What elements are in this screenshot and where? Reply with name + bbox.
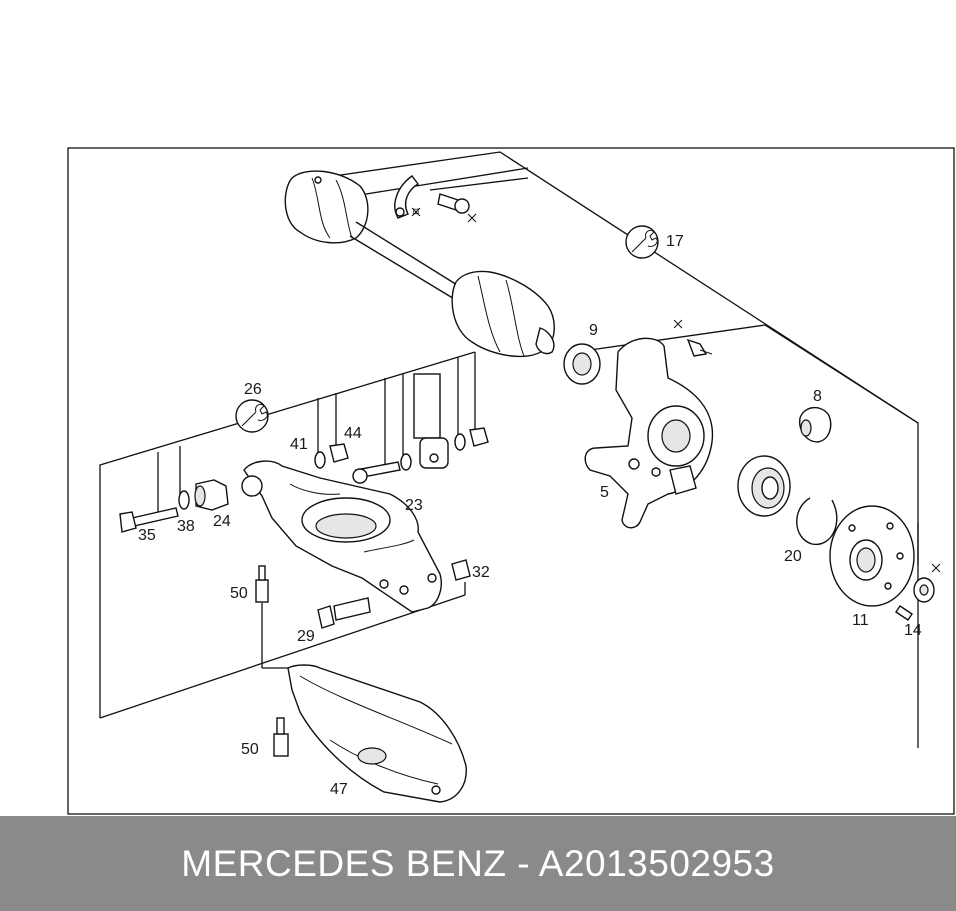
label-24: 24 (213, 513, 231, 530)
label-14: 14 (904, 622, 922, 639)
label-47: 47 (330, 781, 348, 798)
grease-fittings (255, 565, 289, 757)
part-8-bushing (799, 407, 832, 443)
part-11-wheel-hub (829, 505, 915, 607)
part-9-bushing (563, 343, 601, 385)
label-41: 41 (290, 436, 308, 453)
part-47-cover (287, 664, 467, 803)
part-20-snap-ring (796, 497, 838, 545)
callout-labels: 17 9 26 8 41 44 23 5 35 38 24 32 20 50 2… (138, 233, 922, 798)
label-5: 5 (600, 484, 609, 501)
shock-absorber (413, 373, 449, 469)
part-14-stud (895, 577, 935, 621)
bushing-and-bolt (119, 479, 229, 533)
part-5-wheel-carrier (584, 337, 714, 529)
shaft-clamp: ⌑ (394, 175, 941, 573)
wheel-bearing (737, 455, 791, 517)
label-38: 38 (177, 518, 195, 535)
label-35: 35 (138, 527, 156, 544)
label-9: 9 (589, 322, 598, 339)
label-11: 11 (852, 612, 869, 629)
label-23: 23 (405, 497, 423, 514)
label-20: 20 (784, 548, 802, 565)
fasteners-upper (314, 427, 489, 484)
footer-bar: MERCEDES BENZ - A2013502953 (0, 816, 956, 911)
part-number-title: MERCEDES BENZ - A2013502953 (181, 842, 775, 884)
label-50-lower: 50 (241, 741, 259, 758)
label-26: 26 (244, 381, 262, 398)
label-8: 8 (813, 388, 822, 405)
label-32: 32 (472, 564, 490, 581)
drive-shaft (284, 170, 555, 358)
label-29: 29 (297, 628, 315, 645)
label-17: 17 (666, 233, 684, 250)
torque-cross-icon (411, 207, 941, 573)
assembly-lines (99, 151, 919, 748)
nut-and-bolt-lower (317, 559, 471, 629)
label-44: 44 (344, 425, 362, 442)
label-50-upper: 50 (230, 585, 248, 602)
part-23-control-arm (241, 460, 442, 613)
wrench-icon (235, 225, 659, 433)
parts-diagram: ⌑ (67, 147, 955, 815)
diagram-frame (67, 147, 955, 815)
